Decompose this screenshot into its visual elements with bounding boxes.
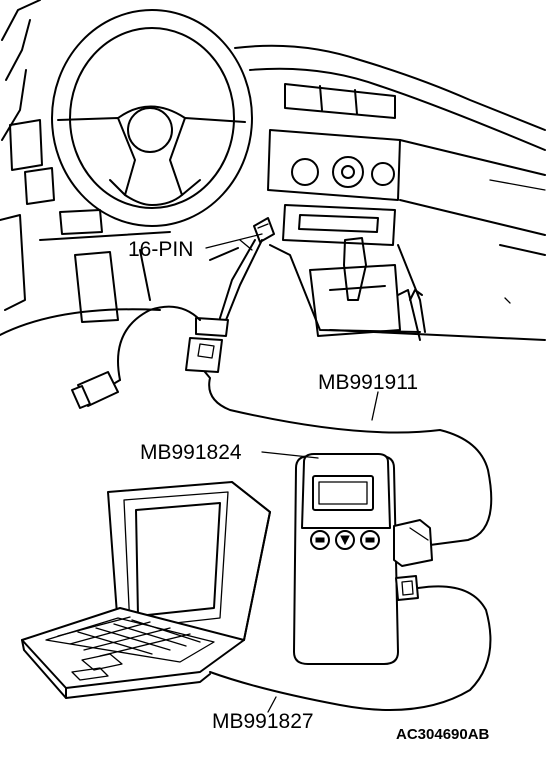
- usb-cable: [209, 585, 492, 711]
- dashboard-icon: [0, 0, 546, 341]
- label-16-pin: 16-PIN: [128, 238, 193, 261]
- label-mb991827: MB991827: [212, 710, 314, 733]
- gear-shift-icon: [309, 237, 511, 341]
- laptop-icon: [21, 481, 271, 699]
- label-mb991824: MB991824: [140, 441, 242, 464]
- label-mb991911: MB991911: [318, 371, 418, 394]
- vci-device-icon: [293, 453, 433, 665]
- leader-mb991824: [261, 451, 319, 459]
- leader-mb991827: [267, 696, 277, 713]
- figure-code: AC304690AB: [396, 726, 490, 743]
- leader-16-pin: [205, 233, 263, 249]
- connector-icon: [71, 217, 493, 546]
- steering-wheel-icon: [51, 9, 253, 227]
- leader-mb991911: [371, 391, 379, 421]
